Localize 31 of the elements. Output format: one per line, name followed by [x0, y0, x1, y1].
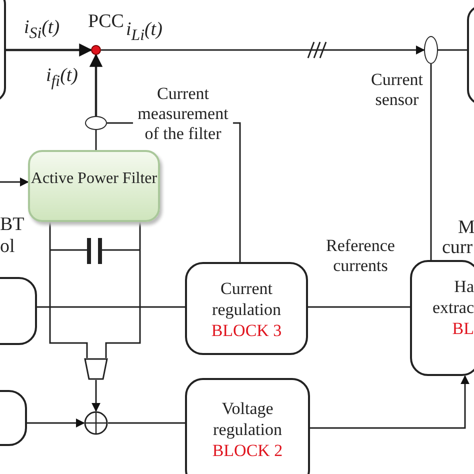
arrow: [27, 418, 85, 428]
edge-label: i$_{fi}$(t): [46, 66, 78, 92]
arrow: [310, 375, 470, 429]
block-label: Current regulation: [211, 278, 282, 320]
arrow: [49, 221, 141, 359]
block-label: Active Power Filter: [30, 169, 158, 189]
arrow: [92, 380, 100, 412]
arrow: [0, 178, 29, 186]
arrow: [6, 43, 92, 57]
cut-off-label: ol: [0, 237, 15, 257]
block-box: [185, 262, 308, 355]
voltage-sensor-icon: [84, 358, 108, 380]
block-number: BLOCK 3: [210, 320, 283, 341]
current-sensor-icon: [85, 116, 107, 130]
arrow: [89, 54, 103, 116]
current-sensor-icon: [424, 36, 438, 64]
junction-dot: [91, 45, 101, 55]
cut-off-label: M: [458, 218, 474, 238]
cut-off-label: curr: [442, 238, 473, 258]
node-caption: PCC: [88, 12, 124, 32]
block-label: Voltage regulation: [212, 398, 283, 440]
filter-box: [28, 150, 160, 222]
summing-junction: [84, 411, 108, 435]
block-box: [185, 378, 310, 474]
node-caption: Current sensor: [370, 70, 424, 110]
block-number: BLOCK 2: [211, 440, 284, 461]
cut-off-label: BT: [0, 215, 24, 235]
block-label: Ha extrac: [431, 276, 474, 318]
block-number: BL: [451, 318, 474, 339]
arrow: [101, 46, 425, 54]
block-box: [410, 260, 474, 376]
